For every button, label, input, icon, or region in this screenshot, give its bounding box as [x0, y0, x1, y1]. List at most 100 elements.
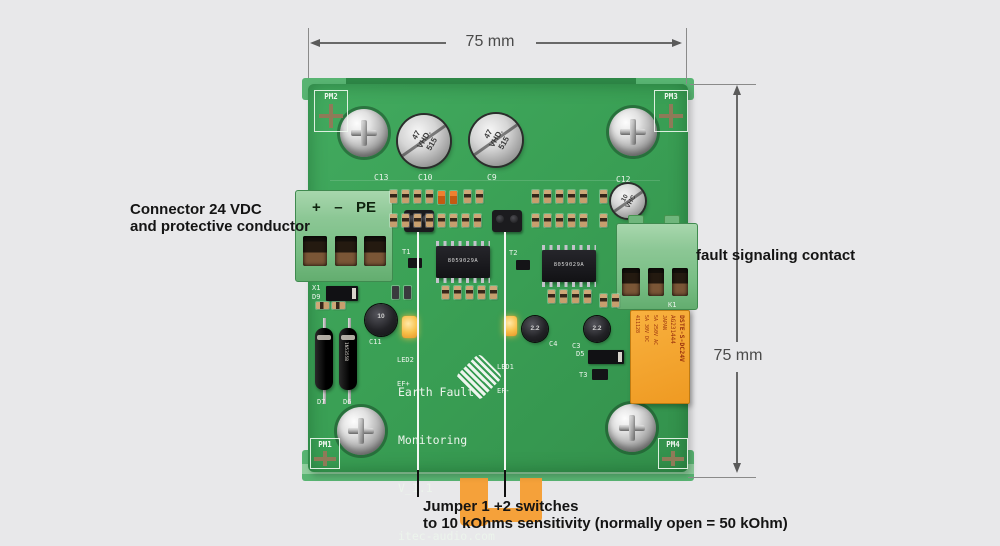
diode-d9	[326, 286, 358, 301]
smd-resistor	[426, 190, 433, 203]
smd-resistor	[532, 214, 539, 227]
connector-note-line2: and protective conductor	[130, 218, 311, 235]
smd-resistor	[390, 190, 397, 203]
smd-resistor	[568, 214, 575, 227]
ref-c9: C9	[487, 173, 497, 182]
smd-resistor	[544, 214, 551, 227]
mounting-screw-bottom-left	[337, 407, 385, 455]
dim-arrow-down-icon	[733, 463, 741, 473]
smd-resistor	[462, 214, 469, 227]
smd-resistor	[450, 214, 457, 227]
dim-arrow-right-icon	[672, 39, 682, 47]
smd-resistor	[390, 214, 397, 227]
smd-resistor	[478, 286, 485, 299]
smd-resistor	[490, 286, 497, 299]
dim-arrow-left-icon	[310, 39, 320, 47]
smd-resistor	[560, 290, 567, 303]
smd-resistor	[414, 190, 421, 203]
smd-resistor	[544, 190, 551, 203]
jumper-2	[492, 210, 522, 232]
relay-origin: JAPAN	[661, 315, 667, 331]
smd-resistor	[580, 190, 587, 203]
terminal-plus-label: +	[312, 199, 321, 216]
dim-height-label: 75 mm	[713, 347, 763, 364]
ref-d5: D5	[576, 350, 585, 358]
diode-lead	[348, 388, 351, 404]
ref-led2: LED2 EF+	[397, 340, 414, 404]
dim-line-right-b	[736, 372, 738, 464]
diode-band	[317, 335, 331, 340]
ref-led2-line2: EF+	[397, 380, 410, 388]
diode-lead	[323, 388, 326, 404]
capacitor-c3-marking: 2.2	[592, 325, 602, 332]
mount-mark-pm2: PM2	[314, 90, 348, 132]
cross-icon	[659, 450, 687, 467]
capacitor-c4-marking: 2.2	[530, 325, 540, 332]
capacitor-c11: 10	[365, 304, 397, 336]
mount-mark-pm3-label: PM3	[664, 92, 678, 101]
transistor-t3	[592, 369, 608, 380]
silkscreen-version: V_1.1	[398, 481, 433, 495]
smd-resistor	[438, 214, 445, 227]
capacitor-marking: 10 VHC	[613, 184, 642, 218]
din-clip-right	[520, 478, 542, 510]
smd-resistor	[556, 190, 563, 203]
smd-resistor	[548, 290, 555, 303]
mount-mark-pm4: PM4	[658, 438, 688, 469]
terminal-tab	[628, 215, 644, 225]
smd-resistor	[612, 294, 619, 307]
smd-resistor	[442, 286, 449, 299]
mounting-screw-top-right	[609, 108, 657, 156]
dim-line-right-a	[736, 94, 738, 342]
smd-resistor	[600, 214, 607, 227]
ref-t1: T1	[402, 248, 411, 256]
jumper-note-line1: Jumper 1 +2 switches	[423, 498, 579, 515]
smd-resistor	[426, 214, 433, 227]
smd-resistor	[450, 191, 457, 204]
led1	[504, 316, 517, 336]
jumper1-callout-line-ext	[417, 470, 419, 497]
dim-extension-right-top	[690, 84, 756, 85]
diode-band	[352, 288, 356, 299]
diode-d6: 1N5355B	[339, 328, 357, 390]
terminal-slot	[622, 268, 640, 296]
smd-resistor	[392, 286, 399, 299]
relay-model: DSTE-S-DC24V	[678, 315, 686, 362]
ic-u1: 8059029A	[436, 246, 490, 278]
terminal-tab	[664, 215, 680, 225]
connector-note-line1: Connector 24 VDC	[130, 201, 262, 218]
ref-d7: D7	[317, 398, 326, 406]
din-clip-foot	[460, 508, 542, 522]
dim-line-top-b	[536, 42, 680, 44]
mounting-screw-bottom-right	[608, 404, 656, 452]
terminal-slot	[364, 236, 386, 266]
ref-c12: C12	[616, 175, 631, 184]
smd-resistor	[404, 286, 411, 299]
relay-rating1: 5A 250V AC	[652, 315, 658, 346]
terminal-slot	[648, 268, 664, 296]
mount-mark-pm2-label: PM2	[324, 92, 338, 101]
smd-resistor	[438, 191, 445, 204]
ref-c10: C10	[418, 173, 433, 182]
smd-resistor	[402, 190, 409, 203]
capacitor-c9: 47 VHD. 515	[470, 114, 522, 166]
ic-pins	[542, 245, 596, 250]
dim-line-top-a	[316, 42, 446, 44]
diode-d6-marking: 1N5355B	[343, 342, 348, 361]
pcb-trace	[330, 180, 660, 181]
smd-resistor	[476, 190, 483, 203]
cross-icon	[311, 450, 339, 467]
led2	[402, 316, 417, 338]
diode-band	[618, 352, 622, 362]
diode-d7	[315, 328, 333, 390]
terminal-slot	[303, 236, 327, 266]
terminal-slot	[672, 268, 688, 296]
jumper2-callout-line-ext	[504, 470, 506, 497]
ic-u2-marking: 8059029A	[553, 262, 585, 268]
jumper-note-line2: to 10 kOhms sensitivity (normally open =…	[423, 515, 788, 532]
mount-mark-pm1-label: PM1	[318, 440, 332, 449]
dim-extension-right-bottom	[688, 477, 756, 478]
relay-marking: DSTE-S-DC24V AG231444 JAPAN 5A 250V AC 5…	[632, 315, 686, 401]
